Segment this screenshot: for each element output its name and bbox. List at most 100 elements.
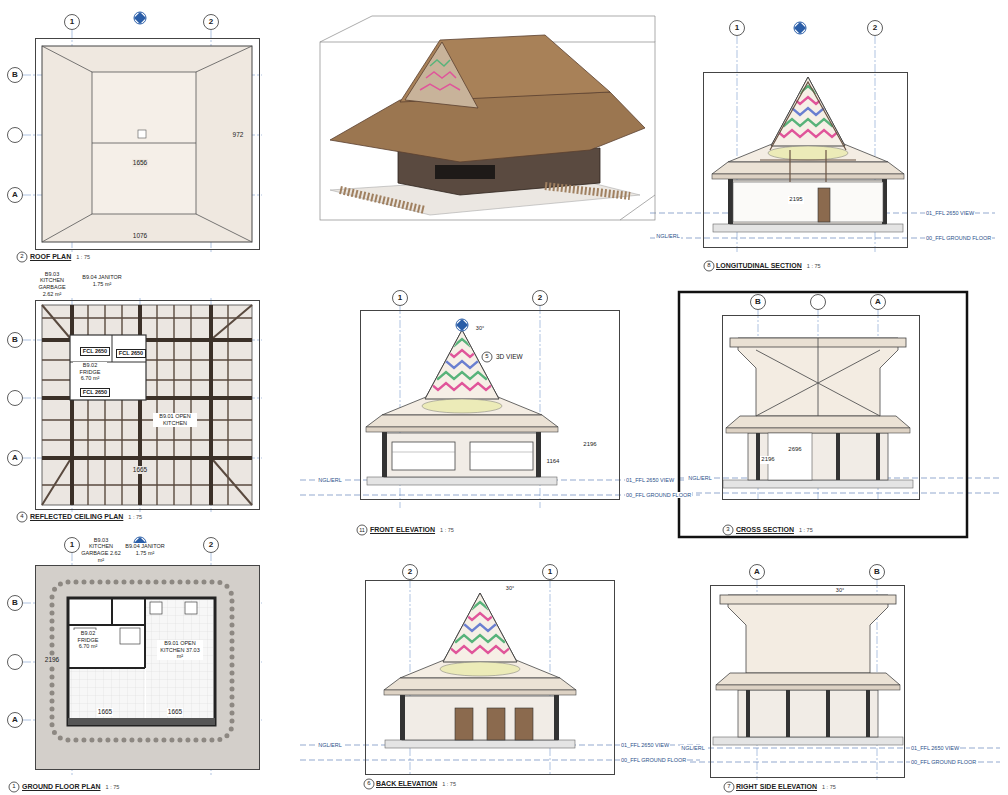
view-title-block: ROOF PLAN 1 : 75 bbox=[30, 252, 90, 262]
level-label: NGL/ERL bbox=[655, 233, 681, 240]
view-scale: 1 : 75 bbox=[106, 784, 120, 790]
angle-label: 30° bbox=[835, 587, 845, 594]
room-tag: B9.01 OPEN KITCHEN 37.03 m² bbox=[157, 640, 203, 660]
ceiling-level-tag: FCL 2650 bbox=[80, 388, 110, 397]
view-scale: 1 : 75 bbox=[76, 254, 90, 260]
level-label: 01_FFL 2650 VIEW bbox=[910, 745, 960, 752]
view-title-block: LONGITUDINAL SECTION 1 : 75 bbox=[716, 261, 821, 271]
room-tag: B9.01 OPEN KITCHEN bbox=[153, 413, 197, 426]
view-title: REFLECTED CEILING PLAN bbox=[30, 513, 123, 520]
dimension: 2696 bbox=[787, 446, 802, 453]
view-title: BACK ELEVATION bbox=[376, 780, 437, 787]
room-tag: B9.03 KITCHEN GARBAGE 2.62 m² bbox=[32, 271, 72, 297]
grid-bubble-label: B bbox=[11, 598, 19, 608]
level-label: NGL/ERL bbox=[317, 477, 343, 484]
view-title: GROUND FLOOR PLAN bbox=[22, 783, 101, 790]
grid-bubble-label: 2 bbox=[537, 293, 543, 303]
grid-bubble-label: A bbox=[11, 453, 19, 463]
view-scale: 1 : 75 bbox=[442, 781, 456, 787]
room-tag: B9.02 FRIDGE 6.70 m² bbox=[71, 630, 105, 650]
view-number: 3D VIEW bbox=[495, 353, 524, 361]
view-number: 11 bbox=[358, 527, 366, 534]
view-frame: BACK ELEVATION1 : 75 bbox=[365, 580, 615, 775]
view-number: 4 bbox=[19, 513, 24, 520]
level-label: NGL/ERL bbox=[680, 745, 706, 752]
dimension: 1665 bbox=[97, 708, 113, 716]
view-number: 1 bbox=[11, 783, 16, 790]
grid-bubble-label: 1 bbox=[397, 293, 403, 303]
view-title-block: BACK ELEVATION 1 : 75 bbox=[376, 779, 456, 789]
grid-bubble-label: 1 bbox=[69, 540, 75, 550]
view-title: LONGITUDINAL SECTION bbox=[716, 262, 802, 269]
view-scale: 1 : 75 bbox=[822, 784, 836, 790]
view-title: FRONT ELEVATION bbox=[370, 526, 435, 533]
grid-bubble-label: A bbox=[874, 297, 882, 307]
view-number: 3 bbox=[725, 526, 730, 533]
grid-bubble-label: A bbox=[753, 567, 761, 577]
level-label: NGL/ERL bbox=[317, 742, 343, 749]
view-number: 6 bbox=[366, 780, 371, 787]
grid-bubble-label: B bbox=[873, 567, 881, 577]
ceiling-level-tag: FCL 2650 bbox=[80, 347, 110, 356]
angle-label: 30° bbox=[475, 325, 485, 332]
dimension: 972 bbox=[232, 131, 245, 139]
ceiling-level-tag: FCL 2650 bbox=[116, 349, 146, 358]
room-tag: B9.03 KITCHEN GARBAGE 2.62 m² bbox=[80, 537, 122, 563]
tag-text: FCL 2650 bbox=[119, 350, 143, 356]
grid-bubble-label: 2 bbox=[872, 23, 878, 33]
view-frame: CROSS SECTION1 : 75 bbox=[722, 315, 920, 500]
dimension: 1665 bbox=[167, 708, 183, 716]
view-number: 2 bbox=[19, 253, 24, 260]
view-number: 7 bbox=[726, 783, 731, 790]
view-number: 8 bbox=[706, 262, 711, 269]
level-label: 00_FFL GROUND FLOOR bbox=[625, 492, 692, 499]
grid-bubble-label: 2 bbox=[407, 567, 413, 577]
view-title: RIGHT SIDE ELEVATION bbox=[736, 783, 817, 790]
dimension: 2196 bbox=[582, 441, 597, 448]
view-frame: LONGITUDINAL SECTION1 : 75 bbox=[703, 72, 908, 248]
dimension: 1665 bbox=[132, 466, 148, 474]
dimension: 1164 bbox=[546, 458, 561, 465]
dimension: 2196 bbox=[44, 656, 60, 664]
grid-bubble-label: 2 bbox=[208, 17, 214, 27]
view-scale: 1 : 75 bbox=[799, 527, 813, 533]
grid-bubble-label: A bbox=[11, 190, 19, 200]
view-title-block: REFLECTED CEILING PLAN 1 : 75 bbox=[30, 512, 142, 522]
tag-text: FCL 2650 bbox=[83, 389, 107, 395]
view-title-block: CROSS SECTION 1 : 75 bbox=[736, 525, 813, 535]
view-frame: ROOF PLAN1 : 75 bbox=[35, 38, 260, 250]
level-label: 01_FFL 2650 VIEW bbox=[925, 210, 975, 217]
room-tag: B9.04 JANITOR 1.75 m² bbox=[81, 274, 123, 287]
level-label: 01_FFL 2650 VIEW bbox=[620, 742, 670, 749]
view-title-block: GROUND FLOOR PLAN 1 : 75 bbox=[22, 782, 119, 792]
view-frame: RIGHT SIDE ELEVATION1 : 75 bbox=[710, 585, 905, 778]
grid-bubble-label: 2 bbox=[208, 540, 214, 550]
dimension: 1076 bbox=[132, 232, 148, 240]
view-title: CROSS SECTION bbox=[736, 526, 794, 533]
level-label: 00_FFL GROUND FLOOR bbox=[620, 757, 687, 764]
view-frame: FRONT ELEVATION1 : 75 bbox=[360, 310, 620, 500]
grid-bubble-label: B bbox=[11, 70, 19, 80]
grid-bubble-label: 1 bbox=[547, 567, 553, 577]
level-label: NGL/ERL bbox=[687, 475, 713, 482]
grid-bubble-label: 1 bbox=[734, 23, 740, 33]
grid-bubble-label: B bbox=[11, 335, 19, 345]
dimension: 2196 bbox=[760, 456, 775, 463]
view-frame: REFLECTED CEILING PLAN1 : 75FCL 2650FCL … bbox=[35, 300, 260, 510]
view-scale: 1 : 75 bbox=[807, 263, 821, 269]
tag-text: FCL 2650 bbox=[83, 348, 107, 354]
view-number: 5 bbox=[484, 353, 489, 360]
view-frame: GROUND FLOOR PLAN1 : 75 bbox=[35, 565, 260, 770]
level-label: 00_FFL GROUND FLOOR bbox=[910, 759, 977, 766]
level-label: 01_FFL 2650 VIEW bbox=[625, 477, 675, 484]
view-scale: 1 : 75 bbox=[128, 514, 142, 520]
view-title: ROOF PLAN bbox=[30, 253, 71, 260]
room-tag: B9.02 FRIDGE 6.70 m² bbox=[73, 362, 107, 382]
level-label: 00_FFL GROUND FLOOR bbox=[925, 235, 992, 242]
view-title-block: RIGHT SIDE ELEVATION 1 : 75 bbox=[736, 782, 836, 792]
dimension: 2195 bbox=[788, 196, 803, 203]
angle-label: 30° bbox=[505, 585, 515, 592]
dimension: 1656 bbox=[132, 159, 148, 167]
